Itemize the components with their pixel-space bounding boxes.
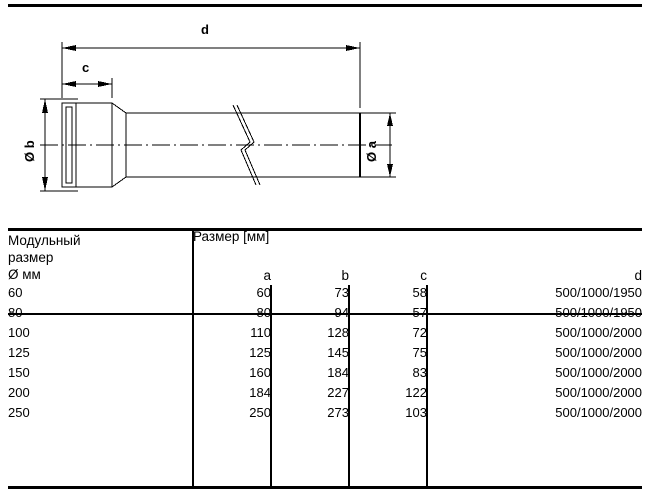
specification-table: Модульный размер Ø мм Размер [мм] a b c … xyxy=(8,228,642,423)
table-cell-a: 80 xyxy=(256,305,271,320)
taper-bottom xyxy=(111,176,127,188)
table-cell-a: 60 xyxy=(256,285,271,300)
table-header-rule xyxy=(8,313,642,315)
table-divider-b-c xyxy=(348,285,350,486)
table-cell-b: 184 xyxy=(327,365,349,380)
table-cell-b: 128 xyxy=(327,325,349,340)
table-cell-b: 73 xyxy=(334,285,349,300)
table-cell-b: 145 xyxy=(327,345,349,360)
table-row: 150 160 184 83 500/1000/2000 xyxy=(8,363,642,383)
table-cell-c: 75 xyxy=(412,345,427,360)
table-header-row-letters: a b c d xyxy=(8,245,642,283)
table-cell-a: 184 xyxy=(249,385,271,400)
table-top-rule xyxy=(8,228,642,231)
table-cell-mod: 250 xyxy=(8,405,30,420)
table-divider-a-b xyxy=(270,285,272,486)
arrow-c-right xyxy=(98,81,112,87)
table-row: 200 184 227 122 500/1000/2000 xyxy=(8,383,642,403)
table-cell-a: 160 xyxy=(249,365,271,380)
dim-label-diameter-a: Ø a xyxy=(364,141,379,162)
table-head: Модульный размер Ø мм Размер [мм] a b c … xyxy=(8,228,642,283)
table-header-row-title: Модульный размер Ø мм Размер [мм] xyxy=(8,228,642,282)
table-cell-d: 500/1000/2000 xyxy=(555,385,643,400)
taper-top xyxy=(111,102,127,114)
table-cell-mod: 200 xyxy=(8,385,30,400)
table-bottom-rule xyxy=(8,486,642,489)
dim-label-d: d xyxy=(201,22,209,37)
table-cell-c: 57 xyxy=(412,305,427,320)
table-cell-c: 72 xyxy=(412,325,427,340)
table-cell-mod: 125 xyxy=(8,345,30,360)
table-cell-a: 110 xyxy=(250,325,271,340)
table-cell-b: 94 xyxy=(334,305,349,320)
header-modular-size: Модульный размер Ø мм xyxy=(8,228,193,283)
table-cell-d: 500/1000/2000 xyxy=(555,365,643,380)
table-cell-a: 250 xyxy=(249,405,271,420)
table-cell-mod: 100 xyxy=(8,325,30,340)
arrow-b-top xyxy=(42,99,48,113)
arrow-c-left xyxy=(62,81,76,87)
top-divider-rule xyxy=(8,4,642,7)
header-modular-size-line3: Ø мм xyxy=(8,267,41,282)
header-modular-size-line2: размер xyxy=(8,250,54,265)
table-cell-c: 83 xyxy=(412,365,427,380)
header-col-d: d xyxy=(634,268,643,283)
table-row: 60 60 73 58 500/1000/1950 xyxy=(8,283,642,303)
table-cell-c: 103 xyxy=(405,405,427,420)
header-modular-size-line1: Модульный xyxy=(8,233,81,248)
arrow-d-right xyxy=(346,45,360,51)
table-cell-c: 122 xyxy=(405,385,427,400)
table-cell-d: 500/1000/1950 xyxy=(555,285,643,300)
table-cell-c: 58 xyxy=(412,285,427,300)
table-row: 125 125 145 75 500/1000/2000 xyxy=(8,343,642,363)
table-cell-mod: 150 xyxy=(8,365,30,380)
table-row: 250 250 273 103 500/1000/2000 xyxy=(8,403,642,423)
specification-table-container: Модульный размер Ø мм Размер [мм] a b c … xyxy=(8,228,642,423)
table-body: 60 60 73 58 500/1000/1950 80 80 94 57 500/1000/19… xyxy=(8,283,642,423)
technical-drawing: d c Ø b Ø a xyxy=(0,0,650,222)
table-cell-a: 125 xyxy=(249,345,271,360)
table-row: 100 110 128 72 500/1000/2000 xyxy=(8,323,642,343)
pipe-drawing-svg xyxy=(8,4,642,192)
header-col-c: c xyxy=(420,268,427,283)
table-cell-d: 500/1000/2000 xyxy=(555,325,643,340)
header-col-a: a xyxy=(263,268,271,283)
table-cell-b: 273 xyxy=(327,405,349,420)
table-cell-mod: 80 xyxy=(8,305,23,320)
table-cell-d: 500/1000/2000 xyxy=(555,345,643,360)
dim-label-diameter-b: Ø b xyxy=(22,140,37,162)
arrow-b-bottom xyxy=(42,177,48,191)
header-col-b: b xyxy=(341,268,349,283)
header-size-group: Размер [мм] xyxy=(193,229,270,244)
arrow-a-bottom xyxy=(387,164,393,177)
table-row: 80 80 94 57 500/1000/1950 xyxy=(8,303,642,323)
table-divider-mod-a xyxy=(192,231,194,486)
arrow-a-top xyxy=(387,113,393,126)
table-cell-b: 227 xyxy=(327,385,349,400)
table-cell-d: 500/1000/1950 xyxy=(555,305,643,320)
pipe-break-symbol xyxy=(232,104,261,186)
pipe-body-group xyxy=(40,42,396,192)
table-divider-c-d xyxy=(426,285,428,486)
table-cell-mod: 60 xyxy=(8,285,23,300)
table-cell-d: 500/1000/2000 xyxy=(555,405,643,420)
dim-label-c: c xyxy=(82,60,90,75)
arrow-d-left xyxy=(62,45,76,51)
